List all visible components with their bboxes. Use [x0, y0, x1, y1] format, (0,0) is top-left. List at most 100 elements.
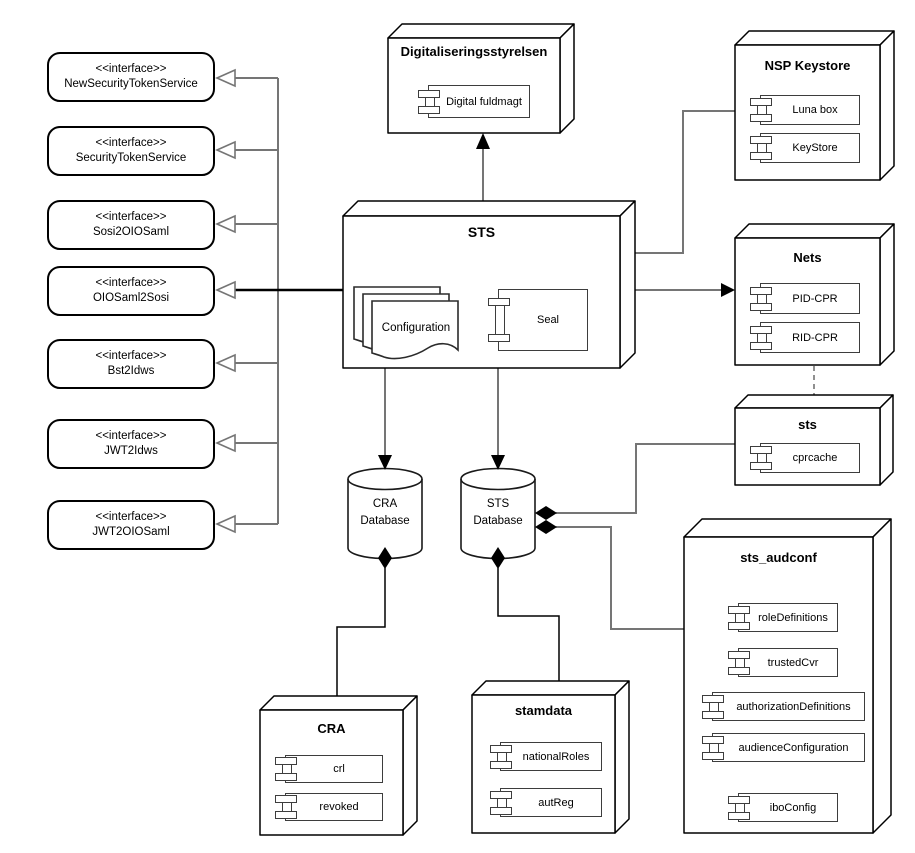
component-seal: Seal [488, 289, 588, 351]
component-label: crl [333, 763, 345, 775]
component-label: Luna box [792, 104, 838, 116]
interface-box-securitytokenservice: <<interface>> SecurityTokenService [47, 126, 215, 176]
arrowheads [215, 68, 735, 569]
node-title-sts: STS [467, 224, 496, 240]
arrowhead-to-cra-database [378, 455, 392, 470]
interface-stereotype: <<interface>> [95, 350, 167, 363]
interface-box-bst2idws: <<interface>> Bst2Idws [47, 339, 215, 389]
component-roledefinitions: roleDefinitions [728, 603, 838, 632]
component-icon [750, 445, 772, 471]
component-autreg: autReg [490, 788, 602, 817]
db-label-line: Database [360, 514, 410, 527]
interface-box-oiosaml2sosi: <<interface>> OIOSaml2Sosi [47, 266, 215, 316]
db-label-line: CRA [372, 498, 398, 510]
component-label: iboConfig [769, 801, 817, 814]
component-nationalroles: nationalRoles [490, 742, 602, 771]
interface-name: Sosi2OIOSaml [92, 226, 170, 238]
connector-stsdb-to-sts-audconf [556, 526, 684, 630]
component-authorizationdefinitions: authorizationDefinitions [702, 692, 865, 721]
component-trustedcvr: trustedCvr [728, 648, 838, 677]
generalization-arrow-1 [215, 68, 236, 88]
component-digital-fuldmagt: Digital fuldmagt [418, 85, 530, 118]
black-connectors [232, 288, 560, 702]
component-icon [490, 790, 512, 816]
component-label: audienceConfiguration [738, 741, 849, 754]
interface-name: JWT2OIOSaml [92, 526, 170, 538]
interface-stereotype: <<interface>> [95, 137, 167, 150]
generalization-arrow-5 [215, 353, 236, 373]
component-label: PID-CPR [792, 292, 838, 305]
interface-box-jwt2idws: <<interface>> JWT2Idws [47, 419, 215, 469]
interface-stereotype: <<interface>> [95, 511, 167, 524]
generalization-arrow-4 [215, 280, 236, 300]
composition-diamond-sts-database-right-2 [535, 520, 557, 534]
component-icon [275, 794, 297, 820]
connector-cradb-to-cra-node [336, 568, 386, 702]
sts-database-label: STS Database [461, 496, 535, 529]
component-label: cprcache [792, 452, 838, 464]
component-label: KeyStore [792, 142, 838, 154]
component-keystore: KeyStore [750, 133, 860, 163]
node-title-digitaliseringsstyrelsen: Digitaliseringsstyrelsen [400, 44, 548, 59]
component-revoked: revoked [275, 793, 383, 821]
component-icon [728, 795, 750, 821]
node-title-sts-audconf: sts_audconf [740, 550, 817, 565]
component-label: roleDefinitions [758, 611, 828, 624]
interface-box-newsecuritytokenservice: <<interface>> NewSecurityTokenService [47, 52, 215, 102]
component-audienceconfiguration: audienceConfiguration [702, 733, 865, 762]
component-icon [702, 735, 724, 761]
generalization-arrow-3 [215, 214, 236, 234]
component-label: authorizationDefinitions [736, 700, 851, 713]
composition-diamond-sts-database-bottom [491, 547, 505, 569]
node-title-nsp-keystore: NSP Keystore [764, 58, 851, 73]
connector-stsdb-to-stamdata-node [497, 568, 560, 684]
interface-stereotype: <<interface>> [95, 63, 167, 76]
component-label: autReg [538, 796, 574, 809]
interface-stereotype: <<interface>> [95, 277, 167, 290]
arrowhead-to-digitaliseringsstyrelsen [476, 133, 490, 149]
interface-box-jwt2oiosaml: <<interface>> JWT2OIOSaml [47, 500, 215, 550]
interface-box-sosi2oiosaml: <<interface>> Sosi2OIOSaml [47, 200, 215, 250]
arrowhead-to-nets [721, 283, 735, 297]
component-icon [750, 135, 772, 161]
node-title-stamdata: stamdata [514, 703, 573, 718]
component-icon [418, 89, 440, 115]
generalization-arrow-2 [215, 140, 236, 160]
component-icon [728, 605, 750, 631]
component-label: RID-CPR [792, 331, 838, 344]
node-title-cra: CRA [317, 721, 346, 736]
component-icon [750, 97, 772, 123]
component-label: Seal [536, 314, 560, 326]
interface-name: Bst2Idws [107, 365, 155, 377]
cra-database-label: CRA Database [348, 496, 422, 529]
component-pid-cpr: PID-CPR [750, 283, 860, 314]
connector-sts-to-nsp-keystore [634, 110, 735, 254]
interface-name: NewSecurityTokenService [64, 78, 198, 90]
generalization-arrow-7 [215, 514, 236, 534]
node-title-nets: Nets [793, 250, 822, 265]
artifact-label-configuration: Configuration [381, 322, 451, 334]
component-rid-cpr: RID-CPR [750, 322, 860, 353]
component-label: trustedCvr [767, 656, 819, 669]
component-icon [702, 694, 724, 720]
node-title-sts-cache: sts [798, 417, 817, 432]
interface-name: SecurityTokenService [75, 152, 187, 164]
component-label: Digital fuldmagt [446, 95, 522, 108]
component-icon [728, 650, 750, 676]
component-crl: crl [275, 755, 383, 783]
connector-stsdb-to-sts-cache [556, 443, 735, 514]
component-icon [490, 744, 512, 770]
component-label: nationalRoles [522, 750, 590, 763]
component-icon [750, 286, 772, 312]
component-cprcache: cprcache [750, 443, 860, 473]
configuration-artifact-stack [353, 286, 459, 360]
component-luna-box: Luna box [750, 95, 860, 125]
db-label-line: Database [473, 514, 523, 527]
interface-stereotype: <<interface>> [95, 211, 167, 224]
component-icon [750, 325, 772, 351]
component-iboconfig: iboConfig [728, 793, 838, 822]
interface-name: JWT2Idws [104, 445, 158, 457]
gray-connectors [235, 77, 815, 793]
interface-name: OIOSaml2Sosi [92, 292, 170, 304]
